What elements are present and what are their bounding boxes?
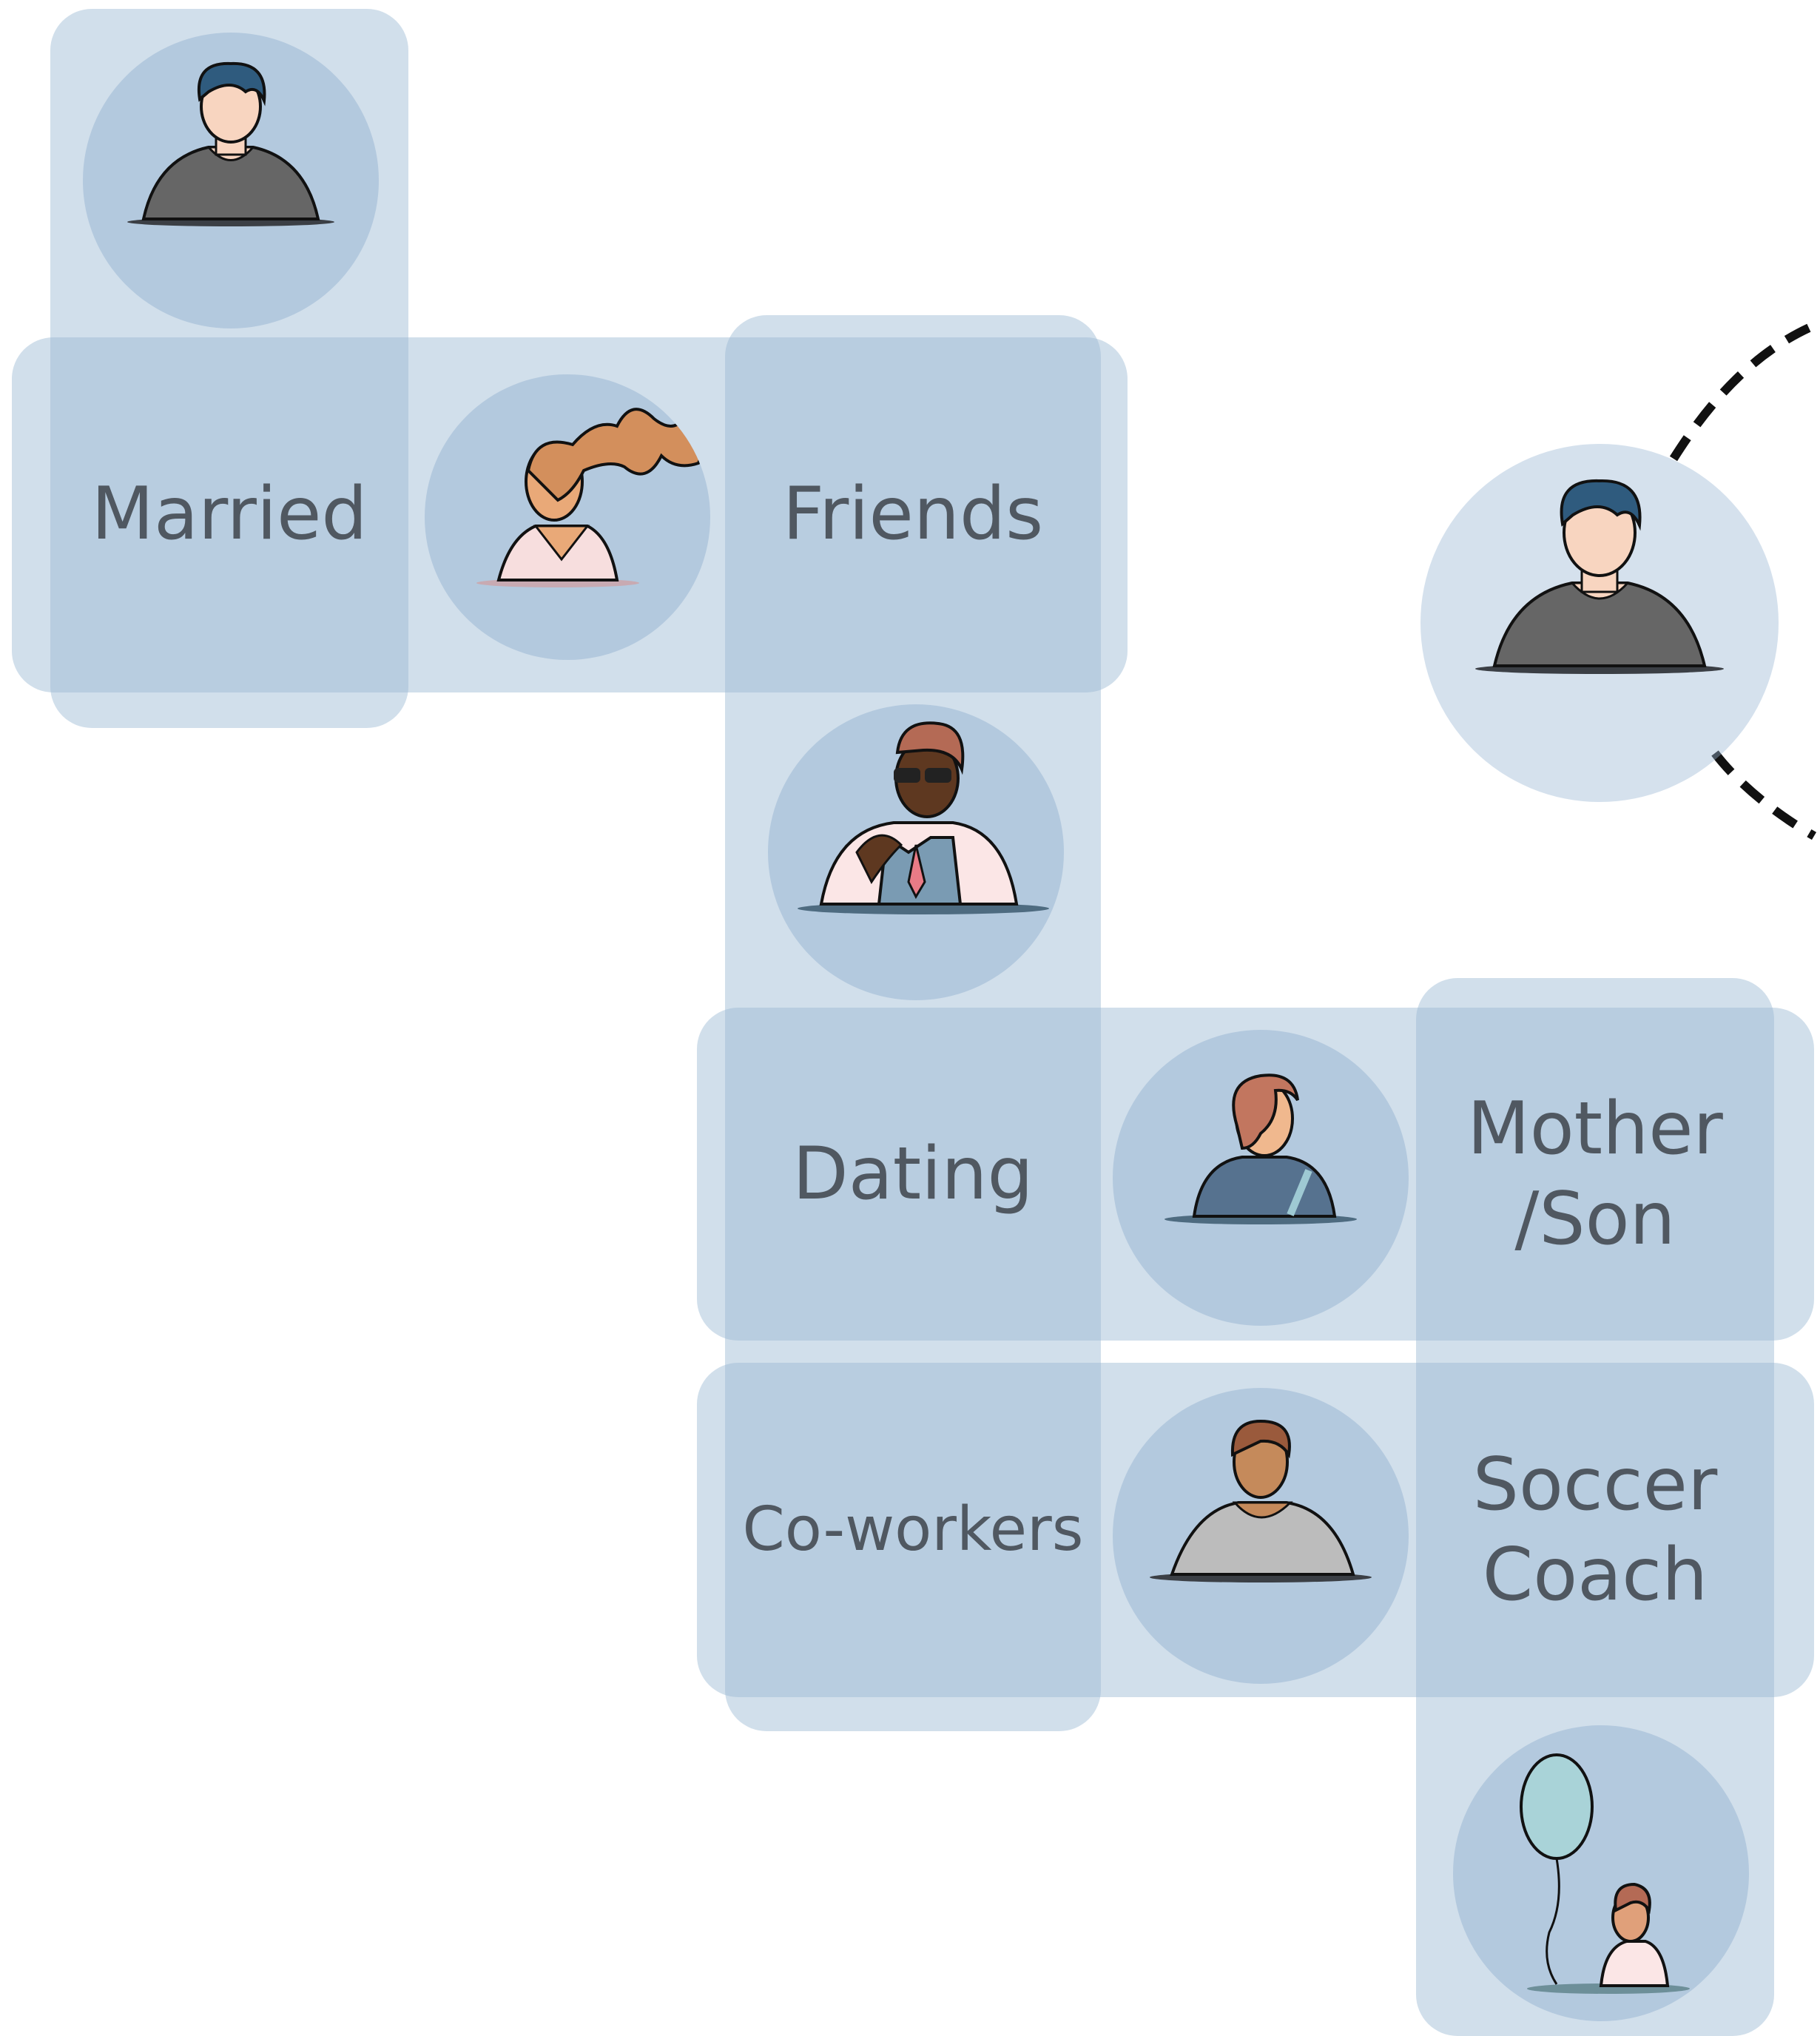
label-friends: Friends: [782, 471, 1044, 556]
child-balloon-icon: [1453, 1725, 1749, 2021]
label-mother-son: Mother /Son: [1467, 1086, 1723, 1262]
label-married: Married: [91, 471, 368, 556]
label-coworkers: Co-workers: [742, 1494, 1084, 1565]
man-dark-shirt-icon: [1420, 444, 1779, 802]
man-grey-shirt-icon: [1113, 1388, 1409, 1684]
label-soccer-coach: Soccer Coach: [1472, 1442, 1718, 1618]
man-dark-shirt-icon: [83, 33, 379, 328]
woman-short-hair-icon: [1113, 1030, 1409, 1326]
man-glasses-tie-icon: [768, 704, 1064, 1000]
band-friends-coworkers-vertical: [725, 315, 1101, 1731]
woman-ponytail-icon: [425, 374, 710, 660]
label-dating: Dating: [792, 1131, 1034, 1216]
